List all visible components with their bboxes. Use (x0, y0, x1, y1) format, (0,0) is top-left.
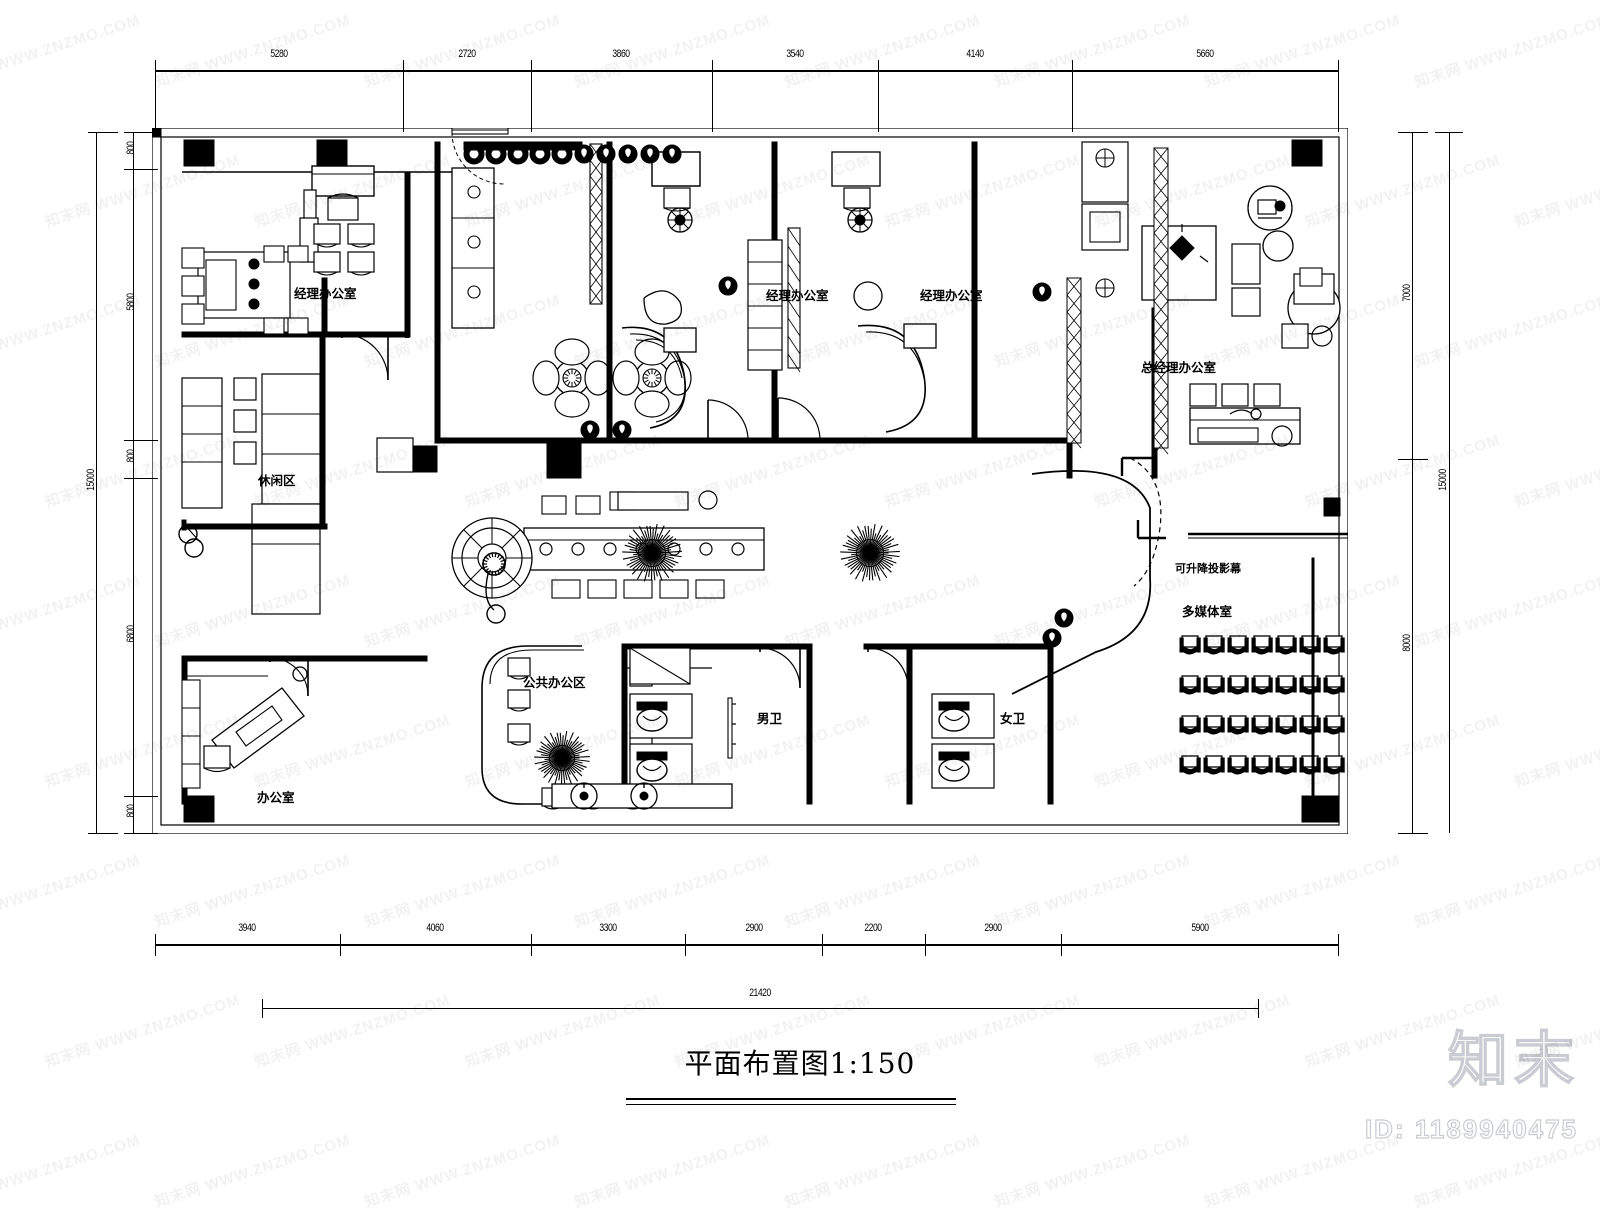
watermark-tile: 知末网 WWW.ZNZMO.COM (1202, 849, 1403, 932)
room-label-public-office: 公共办公区 (523, 672, 586, 691)
watermark-tile: 知末网 WWW.ZNZMO.COM (152, 849, 353, 932)
dimension-text: 800 (125, 116, 137, 178)
dimension-text: 800 (125, 425, 137, 487)
dimension-text: 2900 (722, 922, 784, 934)
watermark-tile: 知末网 WWW.ZNZMO.COM (572, 1129, 773, 1212)
dimension-text-overall: 21420 (729, 987, 791, 999)
dimension-text: 7000 (1401, 261, 1413, 323)
dimension-tick (1061, 934, 1062, 956)
watermark-tile: 知末网 WWW.ZNZMO.COM (0, 1129, 143, 1212)
drawing-title-block: 平面布置图1:150 (0, 1042, 1600, 1082)
dimension-text: 3540 (764, 48, 826, 60)
watermark-tile: 知末网 WWW.ZNZMO.COM (1512, 709, 1600, 792)
watermark-tile: 知末网 WWW.ZNZMO.COM (1412, 569, 1600, 652)
dimension-text: 5900 (1168, 922, 1230, 934)
watermark-tile: 知末网 WWW.ZNZMO.COM (992, 9, 1193, 92)
watermark-tile: 知末网 WWW.ZNZMO.COM (362, 849, 563, 932)
room-label-mens-restroom: 男卫 (757, 708, 782, 727)
dimension-tick (925, 934, 926, 956)
dimension-tick (262, 999, 263, 1018)
watermark-tile: 知末网 WWW.ZNZMO.COM (1412, 289, 1600, 372)
dimension-text: 3300 (577, 922, 639, 934)
dimension-tick (88, 833, 118, 834)
watermark-tile: 知末网 WWW.ZNZMO.COM (992, 1129, 1193, 1212)
watermark-tile: 知末网 WWW.ZNZMO.COM (782, 1129, 983, 1212)
watermark-tile: 知末网 WWW.ZNZMO.COM (1512, 149, 1600, 232)
dimension-text: 6800 (125, 603, 137, 665)
watermark-tile: 知末网 WWW.ZNZMO.COM (362, 1129, 563, 1212)
dimension-text: 4140 (944, 48, 1006, 60)
brand-watermark-id: ID: 1189940475 (1365, 1114, 1578, 1145)
room-label-manager-office-1: 经理办公室 (294, 283, 357, 302)
room-label-multimedia-room: 多媒体室 (1182, 601, 1232, 620)
dimension-line (155, 70, 1338, 72)
witness-line (155, 70, 156, 132)
dimension-tick (685, 934, 686, 956)
title-rule-thick (626, 1098, 956, 1100)
dimension-text: 800 (125, 780, 137, 842)
room-label-manager-office-2: 经理办公室 (766, 285, 829, 304)
witness-line (712, 70, 713, 132)
dimension-tick (1398, 132, 1428, 133)
dimension-tick (340, 934, 341, 956)
dimension-tick (822, 934, 823, 956)
dimension-tick (1398, 459, 1428, 460)
dimension-text: 8000 (1401, 612, 1413, 674)
dimension-text: 5660 (1174, 48, 1236, 60)
witness-line (878, 70, 879, 132)
dimension-text: 2900 (962, 922, 1024, 934)
dimension-line-overall (262, 1008, 1258, 1009)
watermark-tile: 知末网 WWW.ZNZMO.COM (0, 569, 143, 652)
watermark-tile: 知末网 WWW.ZNZMO.COM (992, 849, 1193, 932)
dimension-text: 3860 (590, 48, 652, 60)
room-label-office: 办公室 (257, 787, 295, 806)
watermark-tile: 知末网 WWW.ZNZMO.COM (572, 849, 773, 932)
floor-plan-linework (152, 128, 1348, 834)
watermark-tile: 知末网 WWW.ZNZMO.COM (782, 849, 983, 932)
witness-line (531, 70, 532, 132)
page-title: 平面布置图1:150 (685, 1047, 916, 1080)
dimension-text-overall: 15000 (85, 448, 97, 510)
dimension-tick (88, 132, 118, 133)
dimension-line (155, 944, 1338, 946)
room-label-manager-office-3: 经理办公室 (920, 285, 983, 304)
drawing-sheet: 5280 2720 3860 3540 4140 5660 3940 4060 3300 290… (0, 0, 1600, 1173)
watermark-tile: 知末网 WWW.ZNZMO.COM (0, 9, 143, 92)
watermark-tile: 知末网 WWW.ZNZMO.COM (1412, 849, 1600, 932)
dimension-text: 2720 (436, 48, 498, 60)
room-label-leisure-area: 休闲区 (258, 470, 296, 489)
dimension-text: 4060 (404, 922, 466, 934)
watermark-tile: 知末网 WWW.ZNZMO.COM (0, 849, 143, 932)
witness-line (1338, 70, 1339, 132)
dimension-tick (531, 934, 532, 956)
room-label-gm-office: 总经理办公室 (1141, 357, 1216, 376)
dimension-tick (1398, 833, 1428, 834)
room-label-projection-screen: 可升降投影幕 (1175, 560, 1241, 576)
dimension-text: 3940 (216, 922, 278, 934)
dimension-tick (155, 934, 156, 956)
dimension-text: 2200 (842, 922, 904, 934)
dimension-line (1412, 132, 1413, 833)
witness-line (1072, 70, 1073, 132)
watermark-tile: 知末网 WWW.ZNZMO.COM (0, 289, 143, 372)
dimension-line-overall (1449, 132, 1450, 833)
dimension-tick (1338, 934, 1339, 956)
watermark-tile: 知末网 WWW.ZNZMO.COM (152, 1129, 353, 1212)
floor-plan: 经理办公室 经理办公室 经理办公室总经理办公室休闲区公共办公区办公室 男卫 女卫 多媒体室… (152, 128, 1348, 834)
dimension-tick (1435, 132, 1463, 133)
watermark-tile: 知末网 WWW.ZNZMO.COM (1412, 9, 1600, 92)
brand-watermark: 知末 (1448, 1012, 1580, 1099)
dimension-text: 5280 (248, 48, 310, 60)
room-label-womens-restroom: 女卫 (1000, 708, 1025, 727)
witness-line (403, 70, 404, 132)
dimension-text: 5800 (125, 271, 137, 333)
dimension-tick (1258, 999, 1259, 1018)
title-rule-thin (626, 1104, 956, 1105)
watermark-tile: 知末网 WWW.ZNZMO.COM (1512, 429, 1600, 512)
dimension-text-overall: 15000 (1437, 448, 1449, 510)
